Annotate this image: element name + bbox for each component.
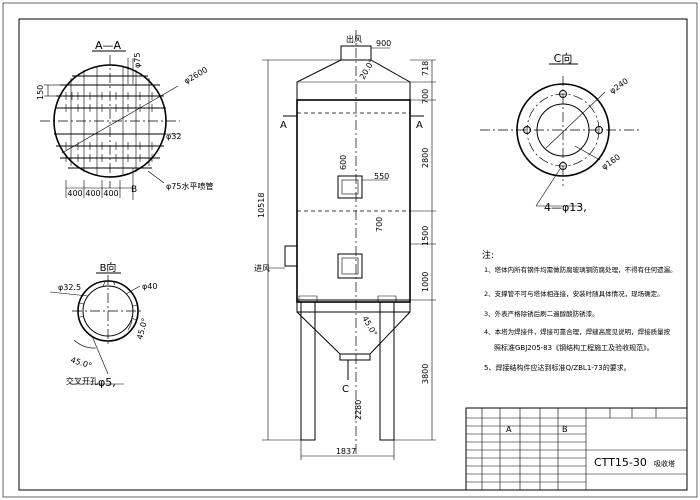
dim-d2600: φ2600 [183, 65, 210, 86]
base-ring [296, 299, 411, 313]
leader-label-b: B [131, 185, 137, 195]
hole-note: 交叉开孔 [66, 376, 98, 386]
notes-heading: 注: [482, 249, 494, 261]
section-mark-left: A [280, 120, 287, 131]
dim-3800: 3800 [421, 364, 430, 384]
dim-400-1: 400 [67, 189, 82, 198]
inner-border [18, 18, 688, 491]
dim-600: 600 [339, 155, 348, 170]
dim-1500: 1500 [421, 226, 430, 246]
section-mark-right: A [416, 120, 423, 131]
dim-550: 550 [374, 172, 389, 181]
view-c-mark: C [342, 384, 349, 395]
dim-150: 150 [36, 85, 45, 100]
tower-shell [296, 99, 411, 303]
dim-d40: φ40 [142, 282, 157, 291]
bolt-hole-left [523, 126, 531, 134]
drawing-number: CTT15-30 [594, 456, 647, 469]
bolt-hole-bottom [559, 162, 567, 170]
pipe-note: φ75水平喷管 [166, 181, 213, 191]
leg-left [300, 301, 316, 441]
drawing-name: 吸收塔 [654, 459, 675, 468]
bolt-hole-right [595, 126, 603, 134]
dim-2800: 2800 [421, 148, 430, 168]
top-cone [296, 59, 411, 100]
lower-manhole [337, 253, 363, 279]
note-3: 3、外表严格除锈后刷二遍醇酸防锈漆。 [484, 309, 599, 318]
section-aa-view: A—A φ2600 φ75 [36, 39, 213, 200]
note-5: 5、焊接结构件应达到标准Q/ZBL1-73的要求。 [484, 363, 631, 372]
note-4-cont: 照标准GBJ205-83《钢结构工程施工及验收规范》。 [494, 343, 654, 352]
tower-elevation: 出风 900 20.0° A A 600 550 700 进风 [254, 30, 436, 460]
dim-d160: φ160 [600, 152, 622, 171]
spray-pipe-grid [54, 67, 166, 175]
dim-400-2: 400 [85, 189, 100, 198]
title-block: A B CTT15-30 吸收塔 [465, 407, 688, 491]
leg-right [379, 301, 395, 441]
title-col-a: A [506, 425, 512, 434]
dim-718: 718 [421, 61, 430, 76]
hole-dim: φ5, [98, 376, 116, 389]
outlet-pipe [340, 45, 372, 61]
outlet-label: 出风 [346, 34, 362, 44]
dim-overall-10518: 10518 [257, 193, 266, 218]
dim-700a: 700 [421, 89, 430, 104]
dim-angle-45-left: 45.0° [69, 355, 93, 370]
view-b: B向 φ32.5 φ40 45.0° 45.0° 交叉开孔 φ5, [49, 261, 157, 389]
dim-900: 900 [376, 39, 391, 48]
bolt-hole-top [559, 90, 567, 98]
dim-400-3: 400 [103, 189, 118, 198]
diameter-leader-2600 [61, 85, 179, 154]
note-2: 2、支撑管不可与塔体相连接，安装时随具体情况，现场确定。 [484, 289, 664, 298]
note-4: 4、本塔为焊接件，焊接可靠合理，焊缝高度见说明，焊接质量按 [484, 327, 671, 336]
dim-angle-20: 20.0° [358, 58, 377, 81]
view-b-title: B向 [100, 261, 117, 274]
dim-d75: φ75 [133, 53, 142, 68]
dim-d325: φ32.5 [58, 283, 81, 292]
bolt-note: 4—φ13, [544, 201, 587, 214]
dim-700b: 700 [375, 217, 384, 232]
dim-d32: φ32 [166, 132, 181, 141]
dim-cone-angle: 45.0° [360, 315, 379, 338]
dim-1000: 1000 [421, 272, 430, 292]
section-aa-title: A—A [95, 39, 122, 52]
dim-d240: φ240 [608, 76, 630, 95]
notes-block: 注: 1、塔体内所有钢件均需做防腐玻璃钢防腐处理，不得有任何遗漏。 2、支撑管不… [482, 249, 677, 372]
drain-outlet [339, 353, 371, 361]
dim-1837: 1837 [336, 447, 356, 456]
dim-2280: 2280 [354, 400, 363, 420]
dim-angle-45-right: 45.0° [135, 317, 149, 340]
title-col-b: B [562, 425, 568, 434]
note-1: 1、塔体内所有钢件均需做防腐玻璃钢防腐处理，不得有任何遗漏。 [484, 265, 677, 274]
inlet-pipe [284, 245, 298, 267]
view-c-title: C向 [554, 51, 573, 65]
view-c: C向 φ240 φ160 4—φ13, [480, 51, 640, 214]
inlet-label: 进风 [254, 264, 270, 273]
bottom-cone [296, 311, 411, 355]
upper-manhole [337, 175, 363, 199]
